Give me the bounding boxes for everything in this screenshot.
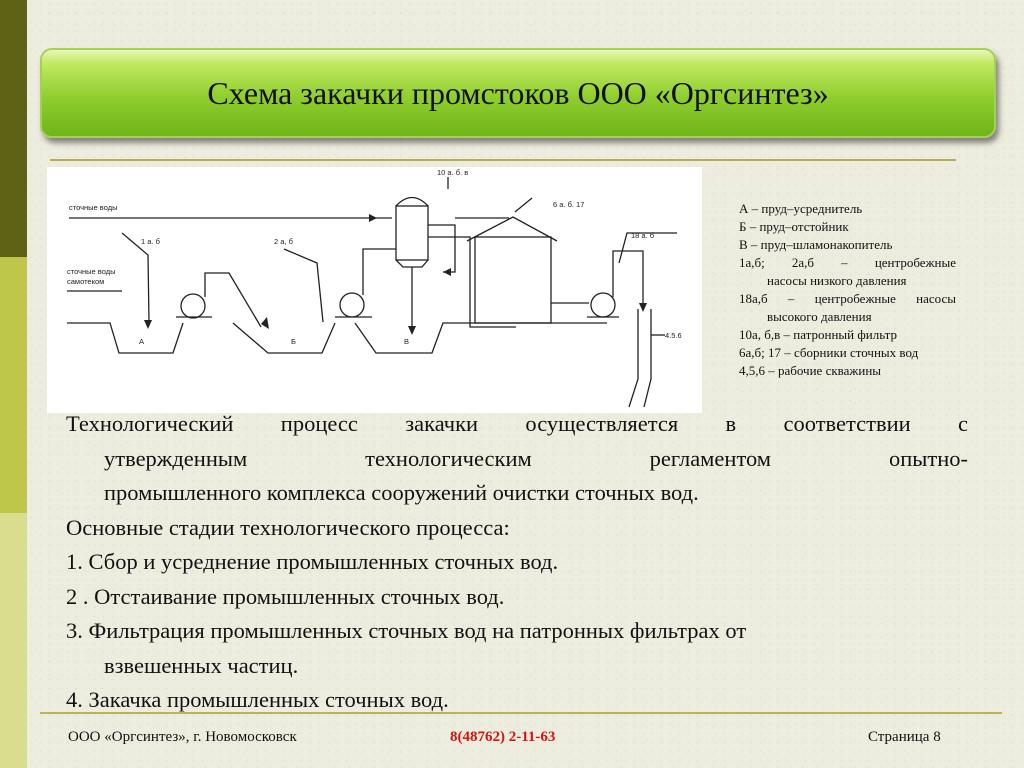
pump-1-suction — [121, 232, 150, 323]
title-banner: Схема закачки промстоков ООО «Оргсинтез» — [40, 48, 996, 138]
body-heading: Основные стадии технологического процесс… — [66, 514, 510, 540]
label-pump-1ab: 1 а. б — [141, 237, 160, 246]
legend-item: 10а, б,в – патронный фильтр — [739, 327, 897, 342]
legend-item: 18а,б – центробежные насосы — [739, 291, 956, 306]
well-right — [643, 309, 652, 408]
stage-item: 1. Сбор и усреднение промышленных сточны… — [66, 549, 559, 574]
label-filter-10abv: 10 а. б. в — [437, 168, 468, 177]
stage-item: 3. Фильтрация промышленных сточных вод н… — [66, 618, 747, 643]
process-diagram: сточные воды сточные воды самотеком 1 а.… — [47, 167, 702, 413]
label-pump-2ab: 2 а, б — [274, 237, 293, 246]
legend-item: 4,5,6 – рабочие скважины — [739, 363, 882, 378]
pump-1-discharge — [204, 272, 262, 328]
pond-b-outline — [232, 322, 336, 354]
filter-bottom — [395, 259, 429, 268]
collector-roof — [466, 216, 558, 242]
label-pond-a: А — [139, 337, 144, 346]
arrow-pond-a — [144, 320, 152, 329]
legend-item: высокого давления — [767, 309, 872, 324]
pump-18-leader — [618, 232, 677, 264]
side-bar-pale — [0, 513, 27, 768]
label-samotek-2: самотеком — [67, 277, 104, 286]
stage-item: 2 . Отстаивание промышленных сточных вод… — [66, 583, 505, 609]
pond-a-outline — [67, 322, 184, 354]
pump-2-suction — [283, 248, 324, 323]
label-pond-b: Б — [291, 337, 296, 346]
well-left — [628, 309, 639, 408]
pump-2-body — [339, 292, 365, 318]
slide-body: Технологический процесс закачки осуществ… — [66, 407, 968, 718]
top-divider — [50, 159, 956, 161]
label-pond-v: В — [404, 337, 409, 346]
collector-body — [474, 236, 552, 324]
filter-to-collector — [428, 236, 516, 328]
side-bar-dark — [0, 0, 27, 257]
filter-outlet — [428, 224, 456, 273]
legend-item: 6а,б; 17 – сборники сточных вод — [739, 345, 919, 360]
process-diagram-svg: сточные воды сточные воды самотеком 1 а.… — [67, 168, 682, 408]
stage-item: 4. Закачка промышленных сточных вод. — [66, 687, 449, 712]
arrow-pond-b — [261, 317, 269, 329]
arrow-pond-v — [408, 326, 416, 335]
slide-title: Схема закачки промстоков ООО «Оргсинтез» — [207, 74, 829, 111]
label-pump-18ab: 18 а. б — [631, 231, 654, 240]
legend-item: Б – пруд–отстойник — [739, 219, 849, 234]
stage-item-continuation: взвешенных частиц. — [104, 652, 299, 678]
arrow-well — [639, 303, 647, 312]
side-bar-light — [0, 257, 27, 513]
legend-item: В – пруд–шламонакопитель — [739, 237, 893, 252]
pump-2-discharge — [362, 248, 396, 295]
footer-phone: 8(48762) 2-11-63 — [450, 729, 556, 745]
pump-18-discharge — [612, 250, 644, 307]
body-paragraph-line: промышленного комплекса сооружений очист… — [104, 480, 699, 505]
side-accent-bar — [0, 0, 27, 768]
body-paragraph-line: утвержденным технологическим регламентом… — [104, 445, 968, 471]
legend-item: А – пруд–усреднитель — [739, 201, 863, 216]
bottom-divider — [40, 712, 1002, 714]
label-collector-6ab17: 6 а. б. 17 — [553, 200, 584, 209]
label-wells-456: 4.5.6 — [665, 331, 682, 340]
legend-item: насосы низкого давления — [767, 273, 907, 288]
label-samotek-1: сточные воды — [67, 267, 115, 276]
diagram-legend: А – пруд–усреднитель Б – пруд–отстойник … — [739, 200, 956, 380]
label-stochnye-vody: сточные воды — [69, 203, 117, 212]
body-paragraph-line: Технологический процесс закачки осуществ… — [66, 411, 968, 436]
footer-company: ООО «Оргсинтез», г. Новомосковск — [68, 729, 297, 745]
footer-page-number: Страница 8 — [868, 729, 941, 745]
arrow-filter-return — [443, 268, 451, 276]
arrow-inflow — [369, 214, 377, 222]
pump-1-body — [180, 293, 206, 319]
filter-body — [395, 205, 429, 261]
legend-item: 1а,б; 2а,б – центробежные — [739, 255, 956, 270]
filter-top — [395, 196, 429, 207]
pump-18-body — [590, 292, 616, 318]
collector-leader — [514, 197, 533, 213]
